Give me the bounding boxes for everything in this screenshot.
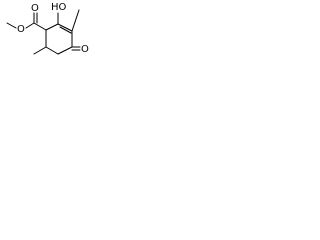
hydroxyl-label: HO [51, 2, 67, 13]
ketone-oxygen-label: O [81, 44, 89, 55]
bond-c2-c3 [57, 23, 73, 32]
bond-c6-methyl [33, 46, 47, 55]
bond-ether-o-methyl [6, 22, 17, 29]
bond-c1-carbonyl-carbon [33, 22, 47, 31]
bond-c3-methyl [71, 9, 80, 32]
structure-drawing: HO O O O [6, 2, 89, 55]
bond-c5-c6 [45, 46, 59, 55]
bond-c4-c5 [57, 46, 73, 55]
ester-ether-oxygen-label: O [17, 24, 25, 35]
ester-carbonyl-oxygen-label: O [31, 3, 39, 14]
bond-carbonyl-carbon-ether-o [25, 22, 35, 29]
molecule-diagram: HO O O O [0, 0, 102, 78]
bond-c2-c3-double [59, 26, 72, 34]
bond-c1-c2 [45, 23, 59, 31]
